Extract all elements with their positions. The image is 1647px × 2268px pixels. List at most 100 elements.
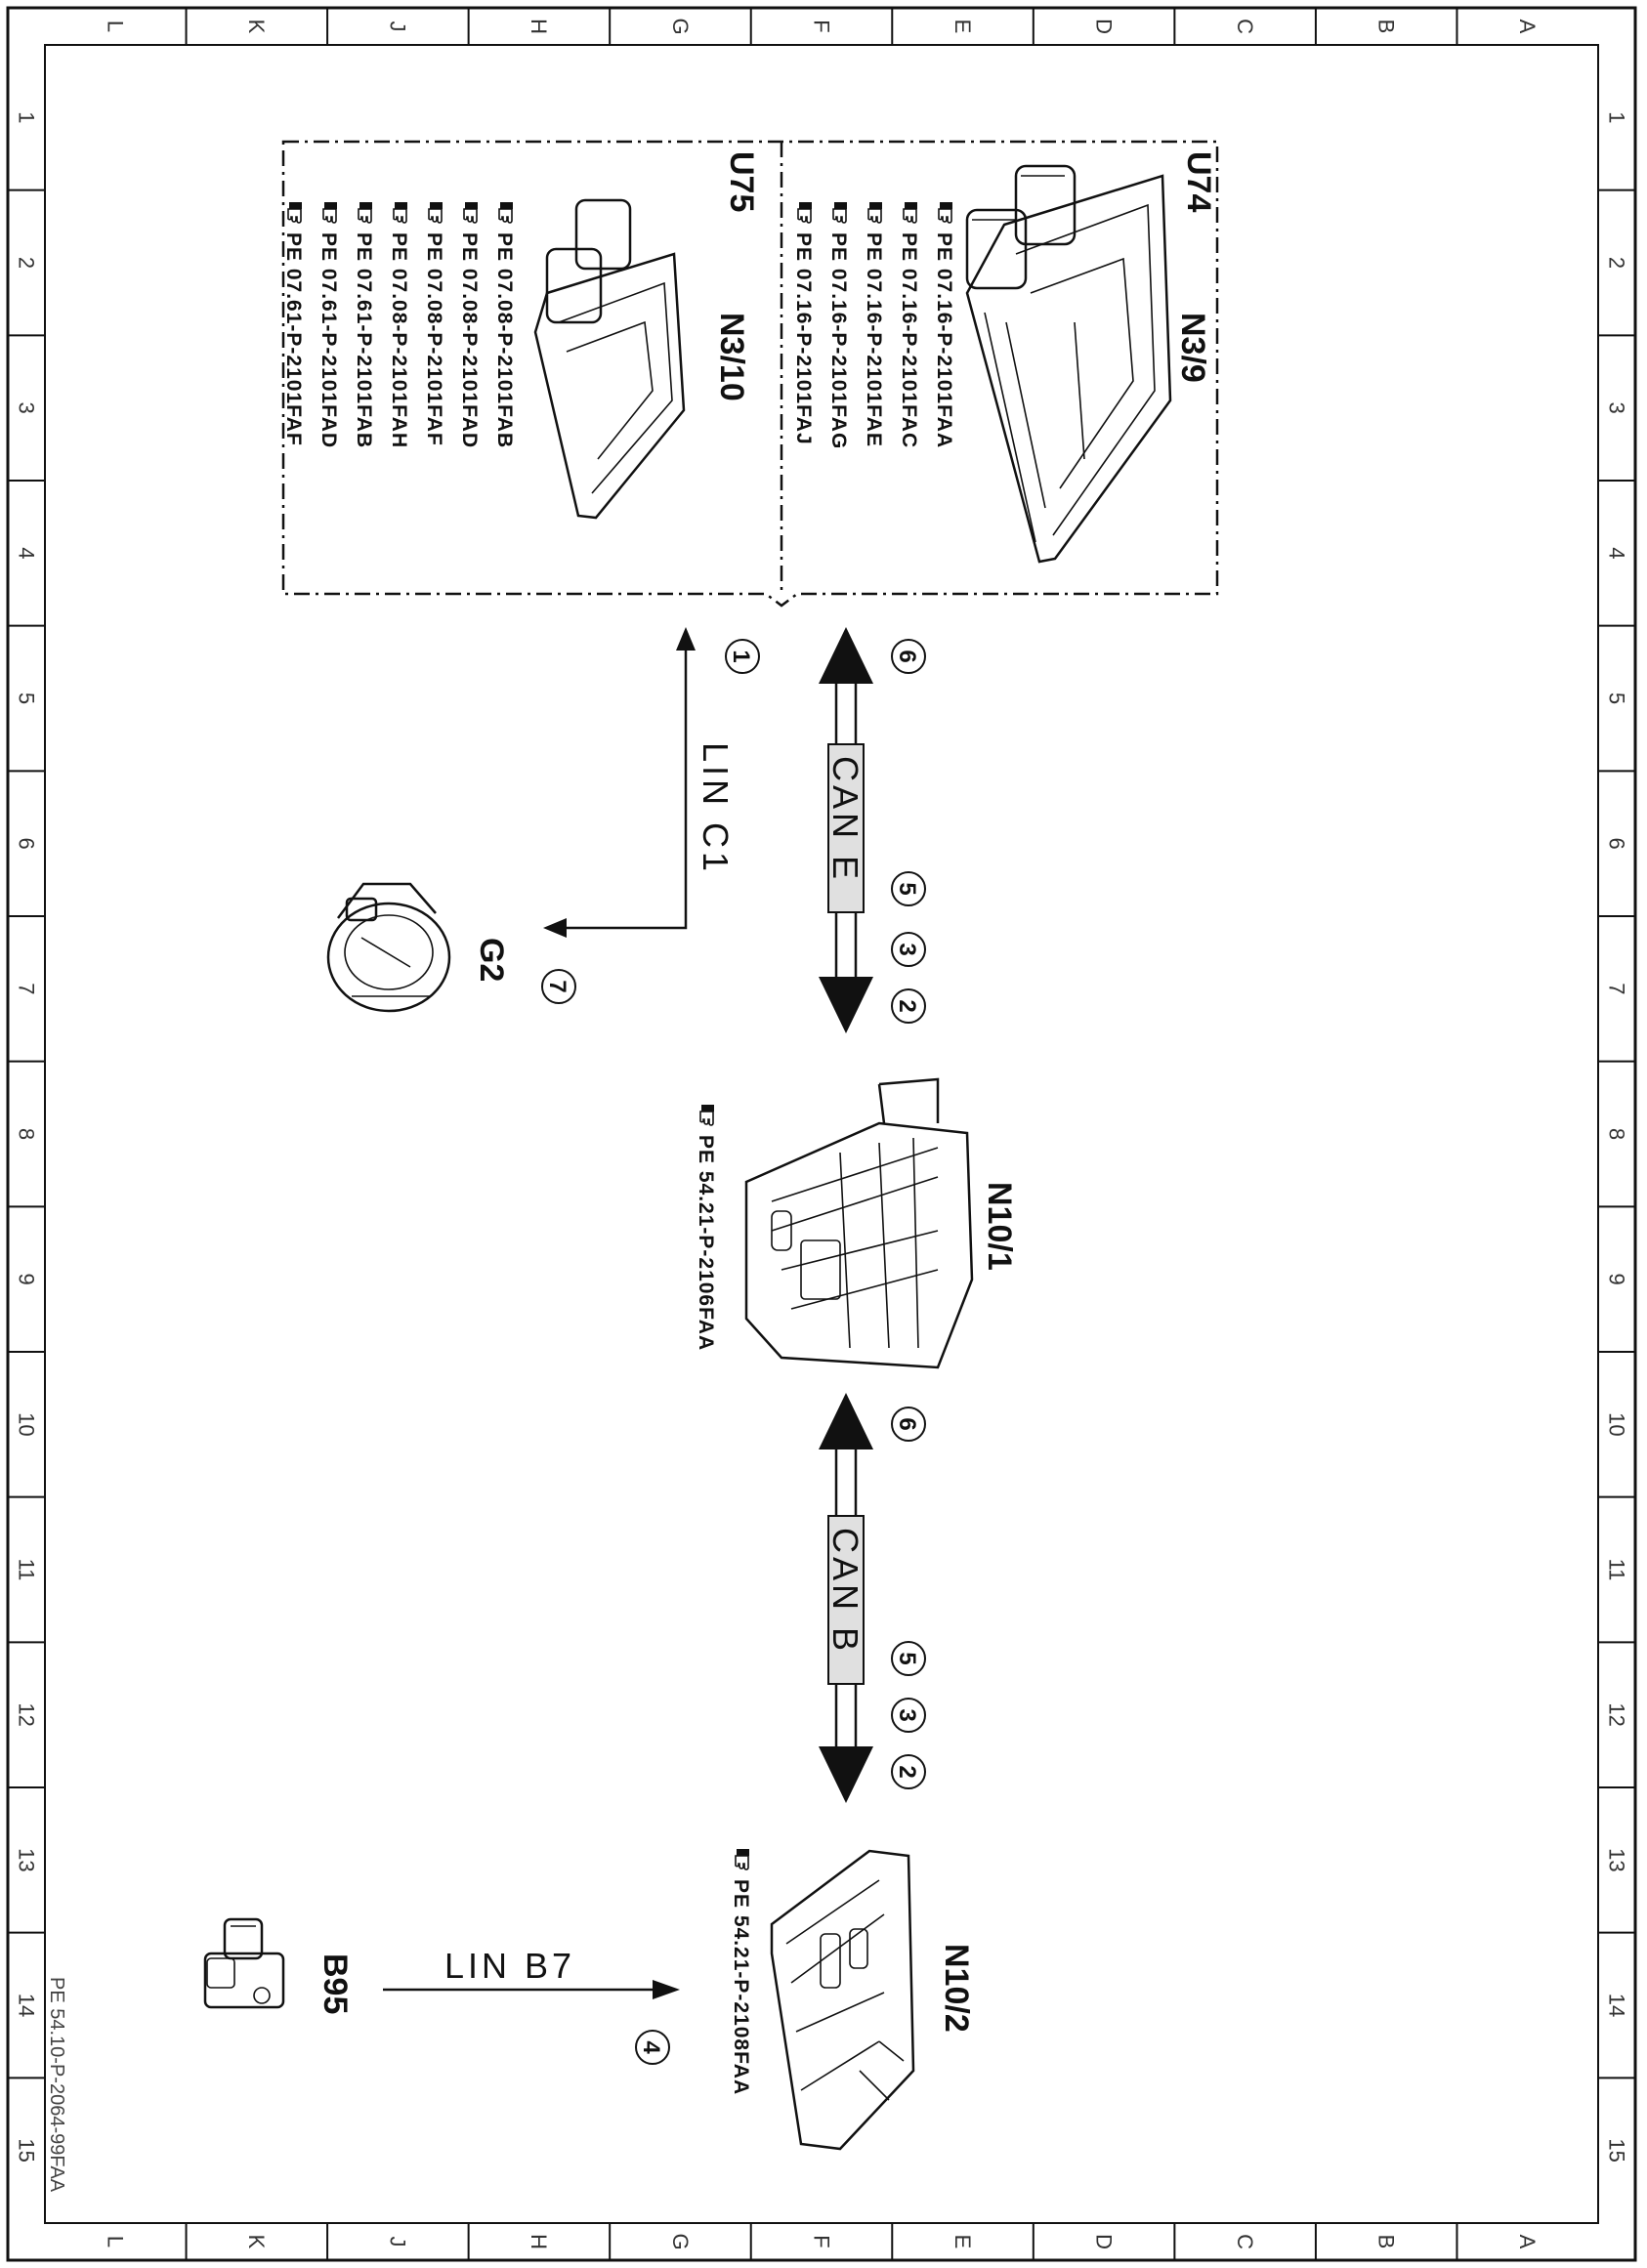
connection-number-6: 6 [891, 639, 926, 674]
pointing-hand-icon [428, 201, 443, 224]
ruler-label: 9 [14, 1274, 38, 1285]
ref-u75-7: PE 07.61-P-2101FAF [282, 232, 305, 446]
ruler-label: B [1373, 20, 1398, 34]
arrow-up-icon [676, 627, 696, 651]
ruler-label: K [244, 20, 269, 34]
control-unit-n3-9-illustration [965, 164, 1172, 564]
component-label-n3-9: N3/9 [1174, 313, 1211, 383]
ruler-label: 1 [1604, 111, 1628, 123]
ref-u75-3: PE 07.08-P-2101FAF [423, 232, 445, 446]
ruler-label: A [1515, 2235, 1540, 2249]
ruler-label: L [104, 21, 128, 32]
ruler-label: 4 [1604, 547, 1628, 559]
pointing-hand-icon [463, 201, 479, 224]
ruler-label: 8 [14, 1128, 38, 1140]
ruler-label: 12 [14, 1702, 38, 1726]
component-g2: G2 [326, 882, 510, 1013]
group-label-u75: U75 [723, 151, 760, 212]
ruler-label: 5 [14, 693, 38, 704]
bus-label-can-b: CAN B [825, 1528, 866, 1655]
ruler-label: 12 [1604, 1702, 1628, 1726]
svg-text:6: 6 [894, 650, 920, 662]
ruler-label: B [1373, 2235, 1398, 2249]
ruler-label: H [527, 2234, 551, 2249]
ruler-label: 3 [14, 402, 38, 414]
group-u74: U74 N3/9 PE 07.16-P-2101FAA PE 07.16-P-2… [792, 151, 1217, 564]
ruler-label: C [1233, 19, 1257, 34]
ruler-label: 2 [14, 257, 38, 269]
pointing-hand-icon [699, 1104, 715, 1126]
document-id: PE 54.10-P-2064-99FAA [46, 1977, 67, 2193]
pointing-hand-icon [867, 201, 883, 224]
pointing-hand-icon [938, 201, 953, 224]
ref-u75-2: PE 07.08-P-2101FAD [458, 232, 481, 448]
ruler-label: J [386, 2237, 410, 2247]
ruler-label: 10 [1604, 1412, 1628, 1436]
bus-can-e: CAN E 6 5 3 2 [819, 627, 926, 1033]
ruler-label: 11 [14, 1559, 38, 1581]
svg-text:2: 2 [894, 1765, 920, 1778]
ruler-label: F [809, 2235, 833, 2247]
ruler-label: 15 [1604, 2138, 1628, 2162]
component-n10-1: N10/1 PE 54.21-P-2106FAA [695, 1077, 1018, 1369]
ruler-label: D [1091, 2234, 1116, 2249]
arrow-down-icon [819, 977, 873, 1033]
ref-u74-4: PE 07.16-P-2101FAG [827, 232, 850, 449]
bus-lin-c1: LIN C1 1 7 [541, 627, 760, 1004]
ruler-label: 8 [1604, 1128, 1628, 1140]
svg-text:3: 3 [894, 943, 920, 955]
ref-u74-2: PE 07.16-P-2101FAC [898, 232, 920, 448]
reference-list-u74: PE 07.16-P-2101FAA PE 07.16-P-2101FAC PE… [792, 201, 955, 449]
pointing-hand-icon [358, 201, 373, 224]
ruler-label: H [527, 19, 551, 34]
ref-u74-1: PE 07.16-P-2101FAA [933, 232, 955, 448]
pointing-hand-icon [797, 201, 813, 224]
ref-n10-2: PE 54.21-P-2108FAA [730, 1879, 752, 2095]
ref-u75-5: PE 07.61-P-2101FAB [353, 232, 375, 448]
module-group-u74-u75 [281, 140, 1219, 608]
pointing-hand-icon [735, 1848, 750, 1870]
sensor-b95-illustration [203, 1917, 285, 2009]
connection-number-5: 5 [891, 871, 926, 906]
svg-text:5: 5 [894, 1652, 920, 1664]
svg-text:4: 4 [638, 2040, 664, 2054]
ruler-label: 7 [14, 983, 38, 994]
connection-number-5: 5 [891, 1641, 926, 1676]
ruler-label: 5 [1604, 693, 1628, 704]
bus-can-b: CAN B 6 5 3 2 [819, 1393, 926, 1803]
arrow-left-icon [543, 918, 567, 938]
ruler-label: 13 [1604, 1848, 1628, 1871]
ruler-label: G [668, 18, 693, 34]
ref-u75-6: PE 07.61-P-2101FAD [317, 232, 340, 448]
control-unit-n10-2-illustration [770, 1849, 915, 2151]
pointing-hand-icon [832, 201, 848, 224]
component-label-n10-2: N10/2 [938, 1944, 975, 2033]
ruler-label: 3 [1604, 402, 1628, 414]
ruler-label: 1 [14, 111, 38, 123]
inner-frame [44, 44, 1599, 2224]
svg-text:5: 5 [894, 882, 920, 895]
component-b95: B95 [203, 1917, 354, 2014]
ref-u74-3: PE 07.16-P-2101FAE [863, 232, 885, 447]
component-n10-2: N10/2 PE 54.21-P-2108FAA [730, 1848, 975, 2151]
connection-number-6: 6 [891, 1407, 926, 1442]
ref-u74-5: PE 07.16-P-2101FAJ [792, 232, 815, 445]
group-u75: U75 N3/10 PE 07.08-P-2101FAB PE 07.08-P-… [282, 151, 760, 520]
ruler-label: 14 [1604, 1994, 1628, 2017]
ruler-label: 6 [14, 838, 38, 850]
component-label-g2: G2 [473, 938, 510, 982]
reference-list-u75: PE 07.08-P-2101FAB PE 07.08-P-2101FAD PE… [282, 201, 516, 448]
svg-text:2: 2 [894, 999, 920, 1012]
pointing-hand-icon [287, 201, 303, 224]
pointing-hand-icon [498, 201, 514, 224]
component-label-n10-1: N10/1 [981, 1182, 1018, 1271]
svg-text:6: 6 [894, 1417, 920, 1430]
outer-frame [6, 6, 1637, 2262]
pointing-hand-icon [393, 201, 408, 224]
ref-n10-1: PE 54.21-P-2106FAA [695, 1135, 717, 1351]
connection-number-2: 2 [891, 1754, 926, 1789]
ruler-label: J [386, 21, 410, 32]
ruler-label: E [950, 2235, 975, 2249]
connection-number-3: 3 [891, 1698, 926, 1733]
